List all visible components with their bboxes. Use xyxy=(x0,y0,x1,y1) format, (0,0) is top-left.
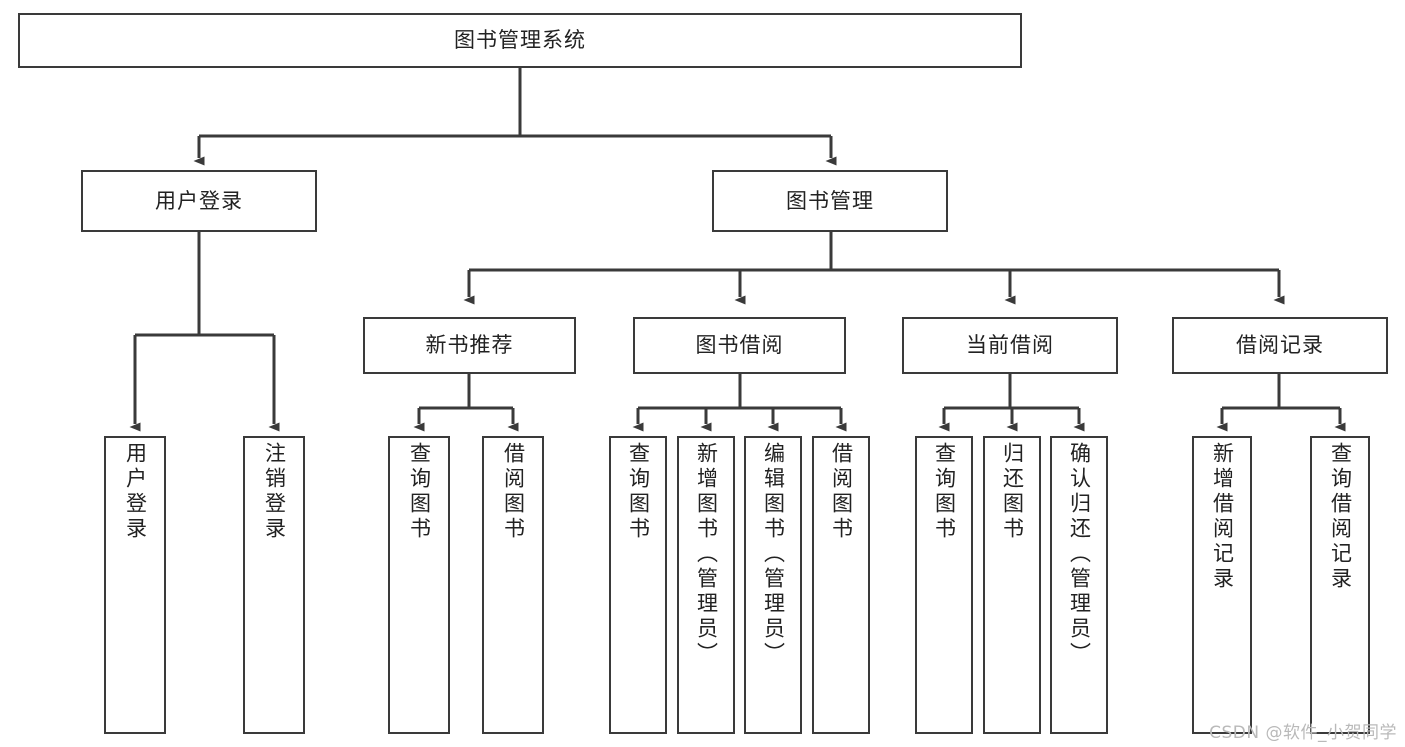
node-book-borrow[interactable]: 图书借阅 xyxy=(633,317,846,374)
node-label: 借阅图书 xyxy=(829,442,854,542)
node-user-login[interactable]: 用户登录 xyxy=(81,170,317,232)
watermark-text: CSDN @软件_小贺同学 xyxy=(1209,723,1397,743)
leaf-add-book[interactable]: 新增图书（管理员） xyxy=(677,436,735,734)
node-current-borrow[interactable]: 当前借阅 xyxy=(902,317,1118,374)
node-label: 查询图书 xyxy=(626,442,651,542)
node-book-management[interactable]: 图书管理 xyxy=(712,170,948,232)
leaf-logout-login[interactable]: 注销登录 xyxy=(243,436,305,734)
leaf-confirm-return[interactable]: 确认归还（管理员） xyxy=(1050,436,1108,734)
node-label: 注销登录 xyxy=(262,442,287,542)
node-label: 新增借阅记录 xyxy=(1210,442,1235,592)
node-label: 归还图书 xyxy=(1000,442,1025,542)
leaf-add-borrow-record[interactable]: 新增借阅记录 xyxy=(1192,436,1252,734)
node-label: 新书推荐 xyxy=(425,333,514,358)
node-new-book-recommend[interactable]: 新书推荐 xyxy=(363,317,576,374)
node-label: 查询图书 xyxy=(407,442,432,542)
node-label: 用户登录 xyxy=(155,188,243,213)
node-label: 用户登录 xyxy=(123,442,148,542)
leaf-query-borrow-record[interactable]: 查询借阅记录 xyxy=(1310,436,1370,734)
leaf-query-book-current[interactable]: 查询图书 xyxy=(915,436,973,734)
leaf-user-login[interactable]: 用户登录 xyxy=(104,436,166,734)
node-label: 编辑图书（管理员） xyxy=(761,442,786,667)
node-label: 查询图书 xyxy=(932,442,957,542)
leaf-borrow-book[interactable]: 借阅图书 xyxy=(812,436,870,734)
node-root-system[interactable]: 图书管理系统 xyxy=(18,13,1022,68)
node-label: 查询借阅记录 xyxy=(1328,442,1353,592)
node-label: 图书借阅 xyxy=(695,333,784,358)
leaf-return-book[interactable]: 归还图书 xyxy=(983,436,1041,734)
leaf-query-book-recommend[interactable]: 查询图书 xyxy=(388,436,450,734)
node-label: 借阅记录 xyxy=(1236,333,1324,358)
node-label: 借阅图书 xyxy=(501,442,526,542)
node-label: 图书管理 xyxy=(786,188,874,213)
node-borrow-record[interactable]: 借阅记录 xyxy=(1172,317,1388,374)
node-label: 当前借阅 xyxy=(966,333,1054,358)
node-label: 新增图书（管理员） xyxy=(694,442,719,667)
node-label: 图书管理系统 xyxy=(454,28,586,53)
leaf-edit-book[interactable]: 编辑图书（管理员） xyxy=(744,436,802,734)
node-label: 确认归还（管理员） xyxy=(1067,442,1092,667)
leaf-query-book-borrow[interactable]: 查询图书 xyxy=(609,436,667,734)
leaf-borrow-book-recommend[interactable]: 借阅图书 xyxy=(482,436,544,734)
